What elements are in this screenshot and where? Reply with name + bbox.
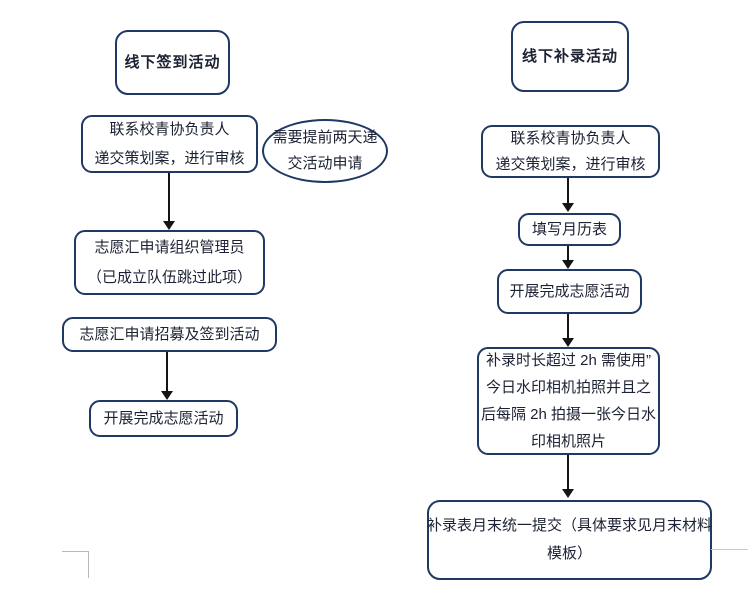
right-step-monthly-submit-box: 补录表月末统一提交（具体要求见月末材料 模板） <box>427 500 712 580</box>
left-arrow-2 <box>161 352 173 400</box>
arrow-head-icon <box>562 489 574 498</box>
right-step-contact-line2: 递交策划案，进行审核 <box>495 155 646 173</box>
right-step-watermark-box: 补录时长超过 2h 需使用” 今日水印相机拍照并且之 后每隔 2h 拍摄一张今日… <box>477 347 660 455</box>
left-step-recruit-line1: 志愿汇申请招募及签到活动 <box>79 325 260 343</box>
left-step-zhiyuanhui-admin-box: 志愿汇申请组织管理员 （已成立队伍跳过此项） <box>74 230 265 295</box>
arrow-head-icon <box>562 203 574 212</box>
arrow-shaft <box>567 178 569 204</box>
right-step-calendar-line1: 填写月历表 <box>531 220 607 238</box>
right-step-watermark-line3: 后每隔 2h 拍摄一张今日水 <box>480 406 657 423</box>
right-step-watermark-line1: 补录时长超过 2h 需使用” <box>485 352 651 369</box>
table-corner-mark-horizontal <box>62 551 89 552</box>
left-step-admin-line2: （已成立队伍跳过此项） <box>86 268 252 286</box>
right-step-calendar-box: 填写月历表 <box>518 213 621 246</box>
left-note-line2: 交活动申请 <box>287 155 363 172</box>
arrow-shaft <box>567 246 569 261</box>
left-step-complete-line1: 开展完成志愿活动 <box>103 409 224 427</box>
left-step-admin-line1: 志愿汇申请组织管理员 <box>94 238 245 256</box>
arrow-head-icon <box>163 221 175 230</box>
arrow-shaft <box>567 314 569 339</box>
arrow-shaft <box>168 173 170 222</box>
left-step-contact-box: 联系校青协负责人 递交策划案，进行审核 <box>81 115 258 173</box>
arrow-shaft <box>567 455 569 490</box>
left-arrow-1 <box>163 173 175 230</box>
arrow-head-icon <box>562 260 574 269</box>
left-flow-title-label: 线下签到活动 <box>124 53 221 71</box>
left-note-line1: 需要提前两天递 <box>272 129 378 146</box>
right-step-watermark-line2: 今日水印相机拍照并且之 <box>485 379 651 396</box>
right-arrow-3 <box>562 314 574 347</box>
right-step-submit-line2: 模板） <box>546 545 592 562</box>
right-arrow-2 <box>562 246 574 269</box>
left-step-recruit-box: 志愿汇申请招募及签到活动 <box>62 317 277 352</box>
right-arrow-1 <box>562 178 574 212</box>
right-step-contact-box: 联系校青协负责人 递交策划案，进行审核 <box>481 125 660 178</box>
right-step-contact-line1: 联系校青协负责人 <box>510 129 631 147</box>
arrow-head-icon <box>161 391 173 400</box>
left-note-ellipse: 需要提前两天递 交活动申请 <box>262 119 388 183</box>
left-step-contact-line2: 递交策划案，进行审核 <box>94 150 245 167</box>
right-step-complete-line1: 开展完成志愿活动 <box>509 282 630 300</box>
right-flow-title-label: 线下补录活动 <box>521 47 618 65</box>
left-flow-title-box: 线下签到活动 <box>115 30 230 95</box>
arrow-head-icon <box>562 338 574 347</box>
left-step-complete-box: 开展完成志愿活动 <box>89 400 238 437</box>
left-step-contact-line1: 联系校青协负责人 <box>109 121 230 138</box>
right-flow-title-box: 线下补录活动 <box>511 21 629 92</box>
right-step-complete-box: 开展完成志愿活动 <box>497 269 642 314</box>
table-edge-line <box>711 549 748 550</box>
right-step-watermark-line4: 印相机照片 <box>530 433 606 450</box>
right-step-submit-line1: 补录表月末统一提交（具体要求见月末材料 <box>427 517 713 534</box>
right-arrow-4 <box>562 455 574 498</box>
table-corner-mark-vertical <box>88 551 89 578</box>
arrow-shaft <box>166 352 168 392</box>
